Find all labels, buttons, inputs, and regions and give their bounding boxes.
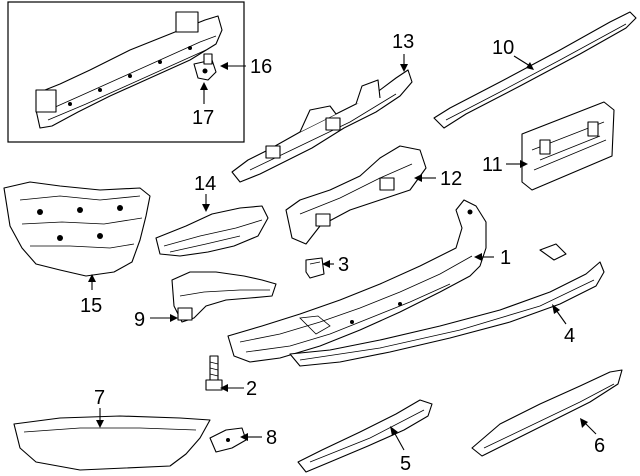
- side-retainer: [3, 181, 151, 277]
- callout-15: 15: [80, 295, 102, 317]
- callout-2: 2: [246, 378, 257, 400]
- clip: [305, 257, 325, 279]
- callout-16: 16: [250, 56, 272, 78]
- corner-trim: [13, 415, 211, 471]
- callout-1: 1: [500, 247, 511, 269]
- corner-bracket: [171, 271, 277, 323]
- callout-17: 17: [192, 107, 214, 129]
- callout-12: 12: [440, 168, 462, 190]
- small-bracket: [209, 427, 247, 453]
- callout-5: 5: [400, 453, 411, 475]
- upper-mount-bracket: [231, 69, 413, 183]
- leaders: [88, 54, 597, 451]
- bolt: [205, 355, 223, 391]
- inset-frame: [7, 1, 245, 143]
- callout-9: 9: [134, 309, 145, 331]
- callout-7: 7: [94, 387, 105, 409]
- side-trim: [471, 369, 623, 457]
- callout-11: 11: [482, 154, 503, 176]
- callout-10: 10: [492, 37, 514, 59]
- reinforcement-beam: [35, 11, 223, 129]
- side-mount-bracket: [285, 145, 427, 245]
- bumper-cover: [227, 199, 487, 363]
- callout-4: 4: [564, 325, 575, 347]
- lower-valance: [289, 243, 605, 367]
- callout-6: 6: [594, 435, 605, 457]
- callout-13: 13: [392, 31, 414, 53]
- lower-trim: [297, 399, 433, 473]
- callout-14: 14: [194, 173, 216, 195]
- license-plate-bracket: [521, 101, 615, 191]
- bumper-side-bracket: [155, 205, 269, 257]
- stud-nut: [193, 53, 217, 81]
- step-pad: [433, 11, 637, 129]
- callout-3: 3: [338, 254, 349, 276]
- callout-8: 8: [266, 427, 277, 449]
